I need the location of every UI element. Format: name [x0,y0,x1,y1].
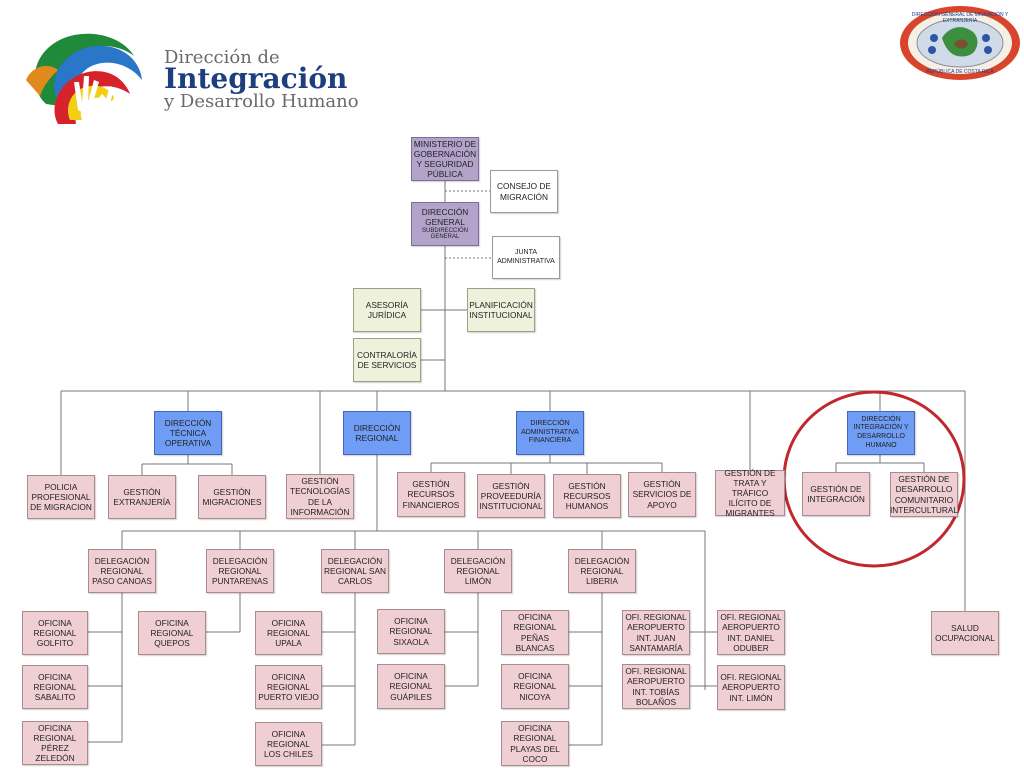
migration-seal: DIRECCIÓN GENERAL DE MIGRACIÓN Y EXTRANJ… [898,4,1022,82]
box-gestion-desarrollo-comunitario: GESTIÓN DE DESARROLLO COMUNITARIO INTERC… [890,472,958,517]
institution-logo: Dirección de Integración y Desarrollo Hu… [18,26,390,130]
box-oficina-sixaola: OFICINA REGIONAL SIXAOLA [377,609,445,654]
box-gestion-recursos-financieros: GESTIÓN RECURSOS FINANCIEROS [397,472,465,517]
box-gestion-recursos-humanos: GESTIÓN RECURSOS HUMANOS [553,474,621,518]
box-policia-profesional: POLICIA PROFESIONAL DE MIGRACION [27,475,95,519]
box-aeropuerto-daniel-oduber: OFI. REGIONAL AEROPUERTO INT. DANIEL ODU… [717,610,785,655]
box-gestion-extranjeria: GESTIÓN EXTRANJERÍA [108,475,176,519]
box-planificacion: PLANIFICACIÓN INSTITUCIONAL [467,288,535,332]
box-salud-ocupacional: SALUD OCUPACIONAL [931,611,999,655]
box-contraloria: CONTRALORÍA DE SERVICIOS [353,338,421,382]
box-gestion-trata: GESTIÓN DE TRATA Y TRÁFICO ILÍCITO DE MI… [715,468,785,518]
box-oficina-nicoya: OFICINA REGIONAL NICOYA [501,664,569,709]
box-oficina-upala: OFICINA REGIONAL UPALA [255,611,322,655]
box-gestion-migraciones: GESTIÓN MIGRACIONES [198,475,266,519]
title-line-2: Integración [164,62,348,95]
title-line-3: y Desarrollo Humano [164,91,359,112]
box-oficina-playas-coco: OFICINA REGIONAL PLAYAS DEL COCO [501,721,569,766]
box-oficina-penas-blancas: OFICINA REGIONAL PEÑAS BLANCAS [501,610,569,655]
box-direccion-general: DIRECCIÓN GENERAL SUBDIRECCIÓN GENERAL [411,202,479,246]
box-delegacion-san-carlos: DELEGACIÓN REGIONAL SAN CARLOS [321,549,389,593]
box-gestion-proveeduria: GESTIÓN PROVEEDURÍA INSTITUCIONAL [477,474,545,518]
box-oficina-quepos: OFICINA REGIONAL QUEPOS [138,611,206,655]
box-direccion-regional: DIRECCIÓN REGIONAL [343,411,411,455]
box-consejo-migracion: CONSEJO DE MIGRACIÓN [490,170,558,213]
box-direccion-integracion: DIRECCIÓN INTEGRACIÓN Y DESARROLLO HUMAN… [847,411,915,455]
subdireccion-label: SUBDIRECCIÓN GENERAL [421,227,468,241]
box-oficina-guapiles: OFICINA REGIONAL GUÁPILES [377,664,445,709]
box-aeropuerto-juan-santamaria: OFI. REGIONAL AEROPUERTO INT. JUAN SANTA… [622,610,690,655]
box-oficina-perez-zeledon: OFICINA REGIONAL PÉREZ ZELEDÓN [22,721,88,765]
box-aeropuerto-limon: OFI. REGIONAL AEROPUERTO INT. LIMÓN [717,665,785,710]
box-oficina-sabalito: OFICINA REGIONAL SABALITO [22,665,88,709]
box-direccion-tecnica: DIRECCIÓN TÉCNICA OPERATIVA [154,411,222,455]
box-gestion-tecnologias: GESTIÓN TECNOLOGÍAS DE LA INFORMACIÓN [286,474,354,519]
box-delegacion-paso-canoas: DELEGACIÓN REGIONAL PASO CANOAS [88,549,156,593]
box-ministerio: MINISTERIO DE GOBERNACIÓN Y SEGURIDAD PÚ… [411,137,479,181]
hands-logo-icon [26,33,142,124]
box-delegacion-liberia: DELEGACIÓN REGIONAL LIBERIA [568,549,636,593]
box-oficina-golfito: OFICINA REGIONAL GOLFITO [22,611,88,655]
box-gestion-servicios-apoyo: GESTIÓN SERVICIOS DE APOYO [628,472,696,517]
seal-bottom-text: REPÚBLICA DE COSTA RICA [926,69,994,75]
box-direccion-administrativa: DIRECCIÓN ADMINISTRATIVA FINANCIERA [516,411,584,455]
box-oficina-puerto-viejo: OFICINA REGIONAL PUERTO VIEJO [255,665,322,709]
seal-top-text: DIRECCIÓN GENERAL DE MIGRACIÓN Y EXTRANJ… [911,12,1009,24]
title-line-1: Dirección de [164,47,280,68]
box-aeropuerto-tobias-bolanos: OFI. REGIONAL AEROPUERTO INT. TOBÍAS BOL… [622,664,690,709]
seal-emblem-icon [900,6,1020,80]
box-asesoria-juridica: ASESORÍA JURÍDICA [353,288,421,332]
box-delegacion-puntarenas: DELEGACIÓN REGIONAL PUNTARENAS [206,549,274,593]
box-gestion-integracion: GESTIÓN DE INTEGRACIÓN [802,472,870,516]
box-delegacion-limon: DELEGACIÓN REGIONAL LIMÓN [444,549,512,593]
box-junta-administrativa: JUNTA ADMINISTRATIVA [492,236,560,279]
box-oficina-los-chiles: OFICINA REGIONAL LOS CHILES [255,722,322,766]
